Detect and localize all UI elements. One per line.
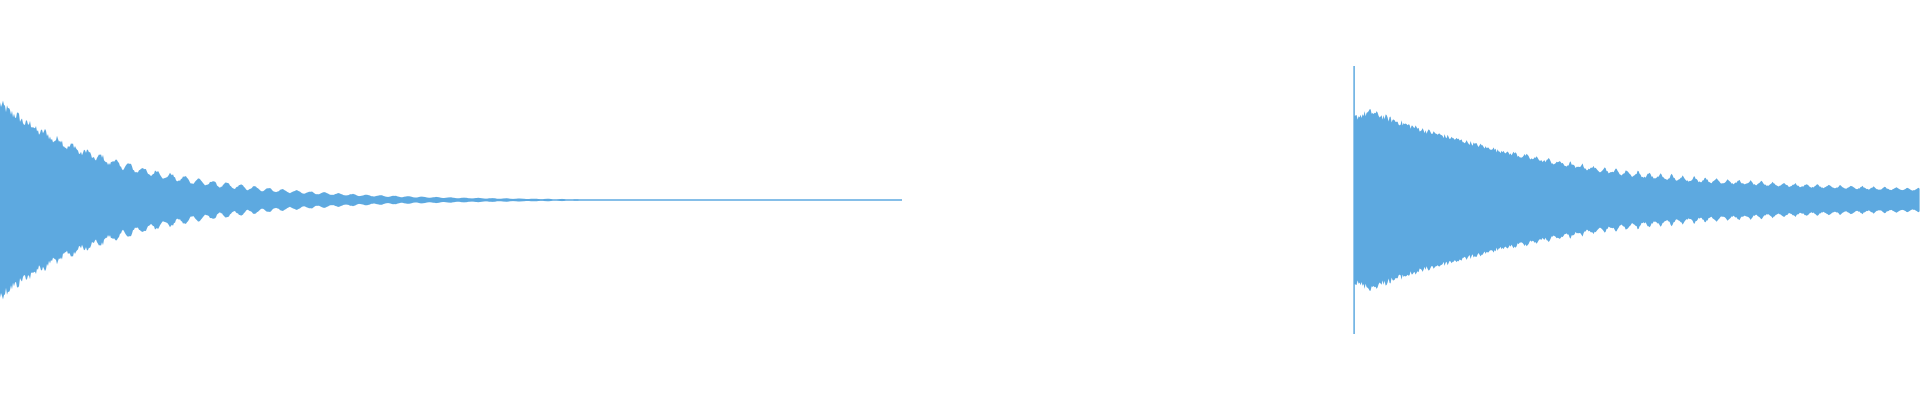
waveform-segment-1 — [0, 100, 902, 300]
waveform-envelope-2 — [1353, 109, 1920, 291]
waveform-segment-2 — [1353, 66, 1920, 334]
waveform-envelope-1 — [0, 100, 902, 300]
